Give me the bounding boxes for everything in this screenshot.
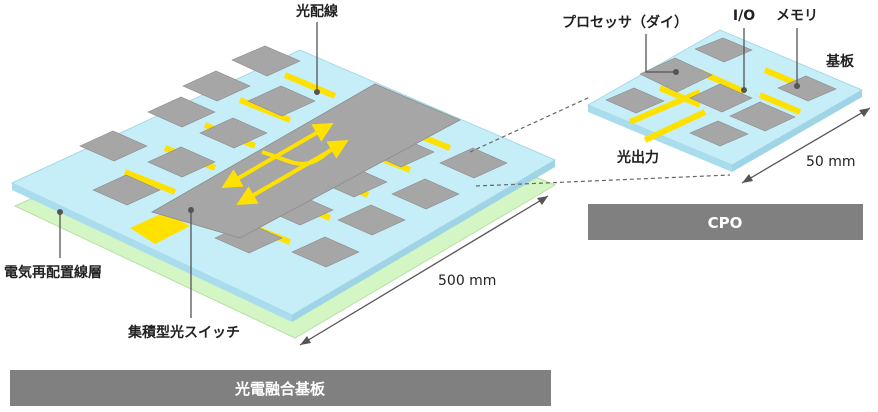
label-memory: メモリ [776, 8, 818, 24]
chip [79, 130, 148, 162]
switch-leader-dot [188, 207, 194, 213]
left-dimension-label: 500 mm [438, 273, 496, 289]
chip [182, 70, 251, 102]
cpo-substrate-edge [588, 105, 732, 172]
processor-leader [645, 34, 676, 73]
label-processor-die: プロセッサ（ダイ） [562, 14, 688, 31]
chip [391, 178, 460, 210]
chip [247, 85, 316, 117]
right-cpo: プロセッサ（ダイ） I/O メモリ 基板 光出力 50 mm CPO [562, 8, 871, 240]
zoom-connectors [469, 96, 731, 187]
label-integrated-optical-switch: 集積型光スイッチ [127, 324, 240, 341]
cpo-chips [605, 37, 837, 147]
rdl-leader-dot [57, 209, 63, 215]
memory-chip [694, 37, 753, 63]
optical-input-pad [130, 212, 190, 244]
chip [291, 236, 360, 268]
memory-chip [605, 87, 665, 114]
chip [147, 146, 216, 178]
label-optical-waveguide: 光配線 [295, 3, 338, 20]
left-substrate: 光配線 電気再配置線層 集積型光スイッチ 500 mm 光電融合基板 [4, 3, 557, 406]
chip [147, 96, 216, 128]
switch-crossing-arrows [221, 122, 349, 206]
label-optical-output: 光出力 [616, 149, 659, 166]
optical-layer-edge-right [292, 160, 555, 322]
chip [439, 147, 508, 179]
right-dimension-line [741, 107, 871, 184]
label-io: I/O [733, 8, 755, 24]
left-dimension-line [299, 195, 549, 346]
io-leader-dot [741, 87, 747, 93]
label-electrical-rdl: 電気再配置線層 [4, 264, 102, 281]
chip [92, 174, 161, 206]
cpo-substrate-edge-right [732, 90, 862, 172]
right-banner [588, 204, 863, 240]
memory-leader-dot [794, 83, 800, 89]
right-dimension-label: 50 mm [806, 154, 856, 170]
left-banner [10, 370, 551, 406]
left-banner-text: 光電融合基板 [234, 380, 326, 398]
io-chip [689, 83, 753, 113]
chip [231, 45, 301, 77]
waveguide-leader-dot [314, 89, 320, 95]
right-banner-text: CPO [708, 214, 743, 232]
processor-leader-dot [673, 69, 679, 75]
optical-layer-edge [12, 183, 292, 322]
chip [337, 204, 406, 236]
label-substrate: 基板 [826, 53, 855, 70]
memory-chip [689, 120, 749, 147]
memory-chip [729, 101, 796, 132]
